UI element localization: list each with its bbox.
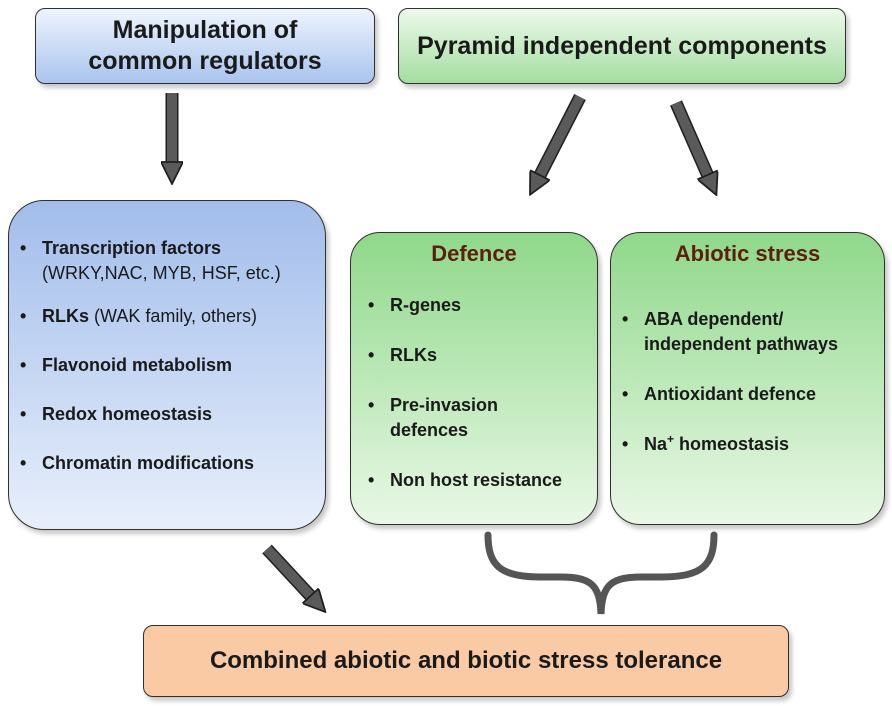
item-label: Redox homeostasis	[42, 404, 213, 424]
arrow-to-abiotic	[670, 100, 712, 185]
list-item: Antioxidant defence	[622, 382, 882, 407]
list-item: Transcription factors (WRKY,NAC, MYB, HS…	[20, 236, 320, 286]
item-line: independent pathways	[644, 334, 839, 354]
pyramid-header-title: Pyramid independent components	[417, 31, 827, 60]
header-line-2: common regulators	[88, 47, 322, 75]
item-label: RLKs	[42, 306, 90, 326]
item-label: homeostasis	[674, 434, 790, 454]
list-item: Chromatin modifications	[20, 451, 320, 476]
defence-list: R-genes RLKs Pre-invasion defences Non h…	[368, 293, 593, 518]
list-item: R-genes	[368, 293, 593, 318]
result-title: Combined abiotic and biotic stress toler…	[209, 647, 723, 674]
abiotic-panel: Abiotic stress	[610, 232, 885, 525]
item-detail: (WRKY,NAC, MYB, HSF, etc.)	[42, 263, 281, 283]
item-label: Chromatin modifications	[42, 453, 255, 473]
header-line-1: Manipulation of	[112, 16, 298, 44]
defence-title: Defence	[431, 241, 517, 266]
item-line: defences	[390, 420, 469, 440]
list-item: Non host resistance	[368, 468, 593, 493]
list-item: RLKs (WAK family, others)	[20, 304, 320, 329]
superscript-plus: +	[667, 432, 675, 446]
arrow-to-defence	[535, 94, 586, 185]
list-item: RLKs	[368, 343, 593, 368]
item-line: Pre-invasion	[390, 395, 499, 415]
abiotic-title: Abiotic stress	[674, 241, 821, 266]
list-item: Pre-invasion defences	[368, 393, 593, 443]
list-item: ABA dependent/ independent pathways	[622, 307, 882, 357]
item-label: Transcription factors	[42, 238, 222, 258]
list-item: Na+ homeostasis	[622, 432, 882, 457]
common-regulators-header: Manipulation of common regulators	[35, 8, 375, 84]
combined-tolerance-box: Combined abiotic and biotic stress toler…	[143, 625, 789, 697]
item-label: Na	[644, 434, 668, 454]
brace-connector	[484, 531, 718, 615]
arrow-to-result	[262, 544, 318, 604]
pyramid-components-header: Pyramid independent components	[398, 8, 846, 84]
list-item: Redox homeostasis	[20, 402, 320, 427]
item-detail: (WAK family, others)	[89, 306, 258, 326]
abiotic-list: ABA dependent/ independent pathways Anti…	[622, 307, 882, 482]
item-line: ABA dependent/	[644, 309, 784, 329]
item-label: Flavonoid metabolism	[42, 355, 233, 375]
list-item: Flavonoid metabolism	[20, 353, 320, 378]
regulators-list: Transcription factors (WRKY,NAC, MYB, HS…	[20, 236, 320, 500]
